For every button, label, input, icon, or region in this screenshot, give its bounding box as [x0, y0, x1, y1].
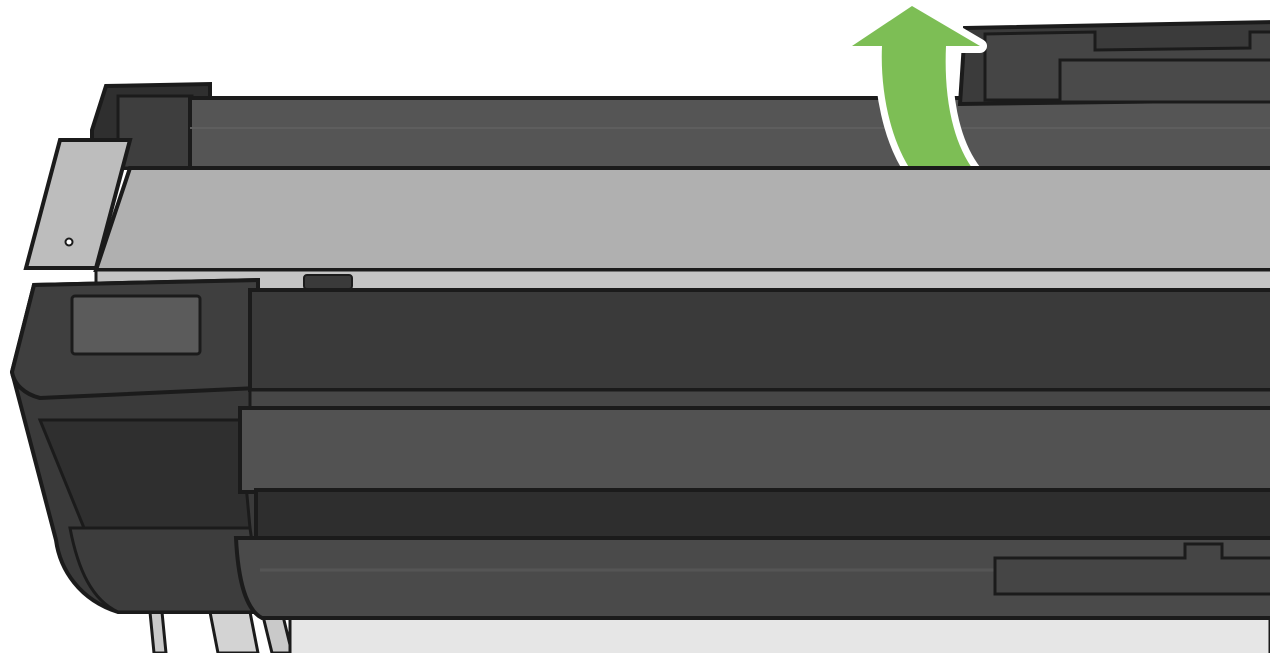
- front-upper-panel: [248, 288, 1270, 392]
- top-cover-screw-icon: [64, 237, 74, 247]
- control-panel-screen: [70, 294, 202, 356]
- top-cover: [23, 138, 1270, 294]
- lift-arrow-shape: [852, 6, 980, 172]
- front-mid-panel: [238, 406, 1270, 494]
- top-cover-surface: [93, 166, 1270, 272]
- stand-floor-panel: [288, 616, 1270, 653]
- front-body: [233, 288, 1270, 620]
- roll-cover: [90, 20, 1270, 172]
- paper-output-slot: [254, 488, 1270, 540]
- end-cap-foot: [68, 526, 264, 614]
- stand-leg-middle: [208, 610, 260, 653]
- printer-stand: [148, 610, 1270, 653]
- roll-cover-lifted-step: [983, 30, 1270, 102]
- roll-cover-lifted-tab: [1058, 58, 1270, 104]
- front-divider: [248, 388, 1270, 410]
- stand-leg-left: [148, 610, 168, 653]
- cover-latch: [303, 274, 353, 290]
- roll-cover-bar: [188, 96, 1270, 172]
- tray-handle: [993, 542, 1270, 596]
- left-end-cap: [9, 277, 264, 614]
